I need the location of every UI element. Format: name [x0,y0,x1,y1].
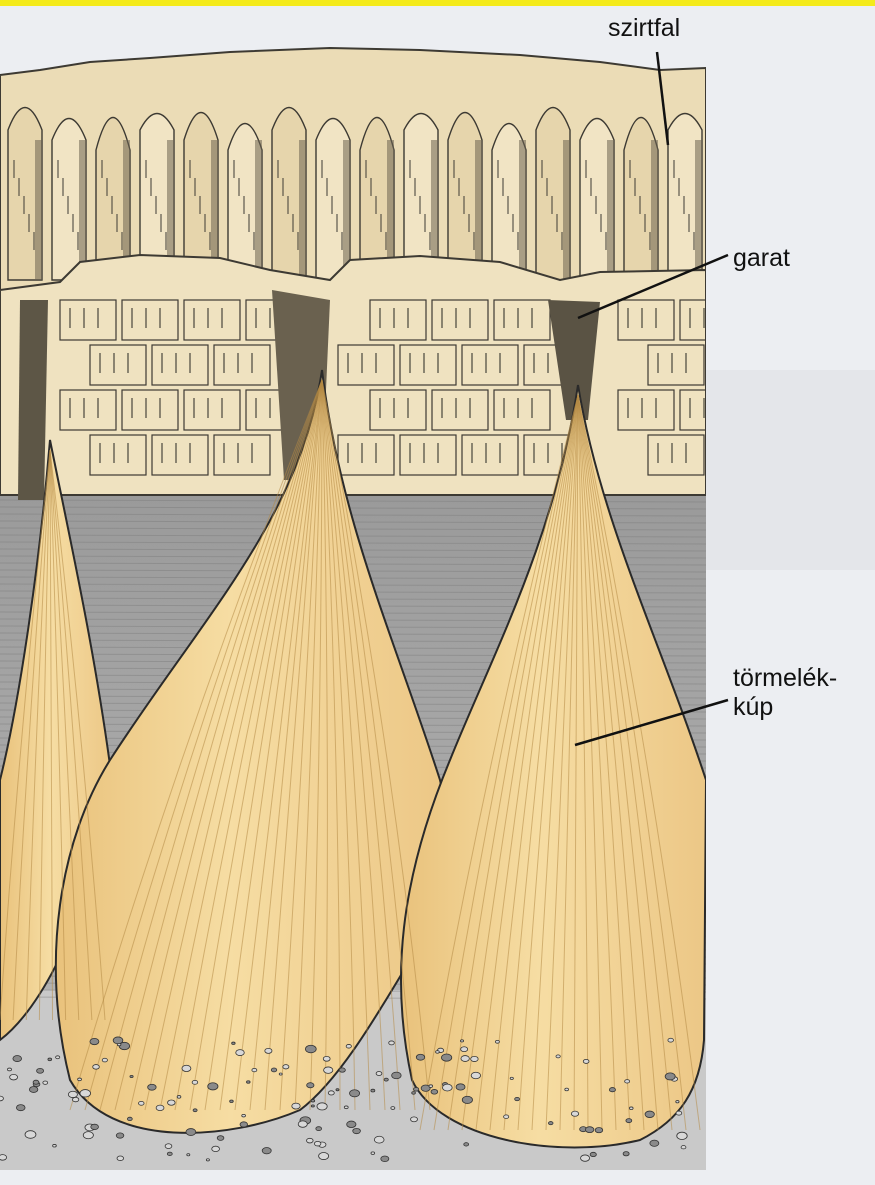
label-talus-line2: kúp [733,693,837,722]
label-talus-cone: törmelék- kúp [733,664,837,722]
gully-left [18,300,48,500]
lower-cliff-terrace [0,255,706,495]
label-talus-line1: törmelék- [733,664,837,693]
background-panel [706,370,875,570]
label-gully: garat [733,244,790,273]
label-cliff-wall: szirtfal [608,14,680,43]
